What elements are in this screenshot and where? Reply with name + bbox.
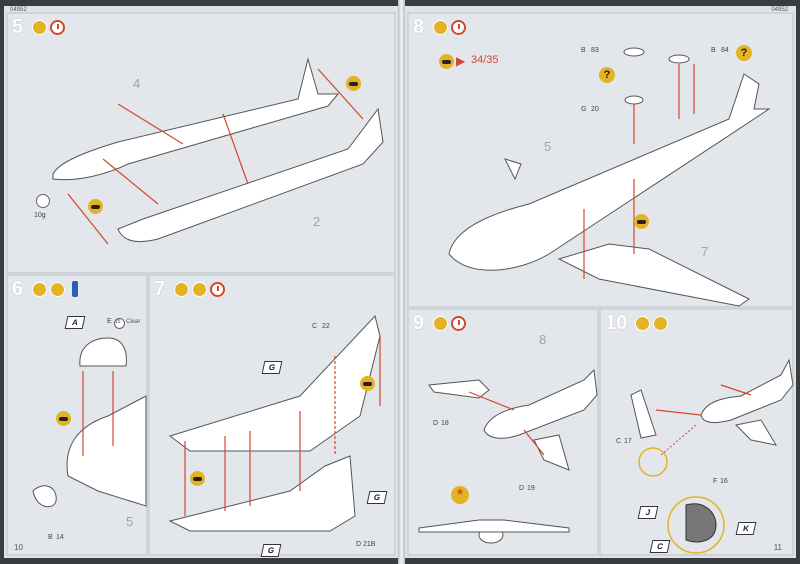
paint-bottle-icon <box>72 281 78 297</box>
weight-icon <box>36 194 50 208</box>
glue-icon <box>634 214 649 229</box>
part-number-g20: 20 <box>591 106 599 113</box>
part-label-b84: B <box>711 47 716 54</box>
question-icon: ? <box>736 45 752 61</box>
part-number-4: 4 <box>133 76 141 91</box>
step-number: 8 <box>413 16 425 38</box>
clock-icon <box>451 20 466 35</box>
glue-badge-icon <box>433 316 448 331</box>
part-number-e15: 15 <box>115 319 121 325</box>
part-label-e: E <box>107 318 112 325</box>
page-number-right: 11 <box>773 543 782 552</box>
part-label-c17: C <box>616 438 622 445</box>
step-9-panel: 9 8 D 18 D 19 * <box>407 308 599 556</box>
step-6-panel: 6 A E 15 Clear B 14 5 <box>6 274 148 556</box>
step-10-panel: 10 C 17 F 16 J C K <box>599 308 794 556</box>
part-number-5: 5 <box>544 139 552 154</box>
cutter-badge-icon <box>192 282 207 297</box>
glue-badge-icon <box>32 20 47 35</box>
part-label-b: B <box>48 534 53 541</box>
step-number: 6 <box>12 278 24 300</box>
part-number-5: 5 <box>126 514 134 529</box>
page-number-left: 10 <box>14 543 23 552</box>
step-5-panel: 5 4 2 10g <box>6 12 396 274</box>
ref-tag-g: G <box>261 361 283 374</box>
glue-icon <box>346 76 361 91</box>
question-icon: ? <box>599 67 615 83</box>
step-5-drawing <box>52 57 384 245</box>
step-number: 5 <box>12 16 24 38</box>
glue-icon <box>439 54 454 69</box>
glue-badge-icon <box>32 282 47 297</box>
clock-icon <box>50 20 65 35</box>
part-number-d19: 19 <box>527 485 535 492</box>
asterisk-icon: * <box>451 486 469 504</box>
step-6-drawing <box>32 337 147 508</box>
ref-tag-c: C <box>649 540 671 553</box>
ref-tag-j: J <box>637 506 659 519</box>
part-number-2: 2 <box>313 214 321 229</box>
part-label-f16: F <box>713 478 718 485</box>
cutter-badge-icon <box>653 316 668 331</box>
book-gutter <box>398 0 405 564</box>
step-7-drawing <box>168 314 381 532</box>
ref-tag-g: G <box>366 491 388 504</box>
part-number-b83: 83 <box>591 47 599 54</box>
paint-badge-icon <box>50 282 65 297</box>
weight-label: 10g <box>34 212 46 219</box>
glue-badge-icon <box>433 20 448 35</box>
catalog-number: 04952 <box>771 7 788 13</box>
step-8-panel: 8 ▶ 34/35 B 83 B 84 ? ? G 20 <box>407 12 794 308</box>
part-label-c: C <box>312 323 318 330</box>
catalog-number: 04952 <box>10 7 27 13</box>
part-number-b14: 14 <box>56 534 64 541</box>
step-number: 10 <box>605 312 628 334</box>
step-7-panel: 7 C 22 G G G <box>148 274 396 557</box>
part-number-8: 8 <box>539 332 547 347</box>
part-label-d: D <box>356 541 362 548</box>
part-number-c22: 22 <box>322 323 330 330</box>
glue-icon <box>88 199 103 214</box>
part-number-d18: 18 <box>441 420 449 427</box>
step-9-drawing <box>418 368 598 544</box>
part-number-b84: 84 <box>721 47 729 54</box>
step-number: 9 <box>413 312 425 334</box>
glue-icon <box>56 411 71 426</box>
clock-icon <box>210 282 225 297</box>
paint-ref-clear: Clear <box>126 319 141 325</box>
right-page: 04952 8 ▶ 34/35 B 83 B 84 ? ? G 20 <box>405 6 796 558</box>
step-10-drawing <box>630 358 794 554</box>
step-number: 7 <box>154 278 166 300</box>
arrow-right-icon: ▶ <box>456 54 466 68</box>
glue-icon <box>360 376 375 391</box>
part-label-g20: G <box>581 106 587 113</box>
part-label-b83: B <box>581 47 586 54</box>
ref-pages: 34/35 <box>471 54 499 66</box>
glue-badge-icon <box>174 282 189 297</box>
part-number-d21b: 21B <box>363 541 376 548</box>
step-8-drawing <box>448 47 771 307</box>
ref-tag-k: K <box>735 522 757 535</box>
part-label-d19: D <box>519 485 525 492</box>
part-number-c17: 17 <box>624 438 632 445</box>
part-number-7: 7 <box>701 244 709 259</box>
left-page: 04952 5 4 2 10g <box>4 6 398 558</box>
glue-badge-icon <box>635 316 650 331</box>
part-ref-e15 <box>114 318 125 329</box>
glue-icon <box>190 471 205 486</box>
part-label-d18: D <box>433 420 439 427</box>
clock-icon <box>451 316 466 331</box>
part-number-f16: 16 <box>720 478 728 485</box>
ref-tag-g: G <box>260 544 282 557</box>
